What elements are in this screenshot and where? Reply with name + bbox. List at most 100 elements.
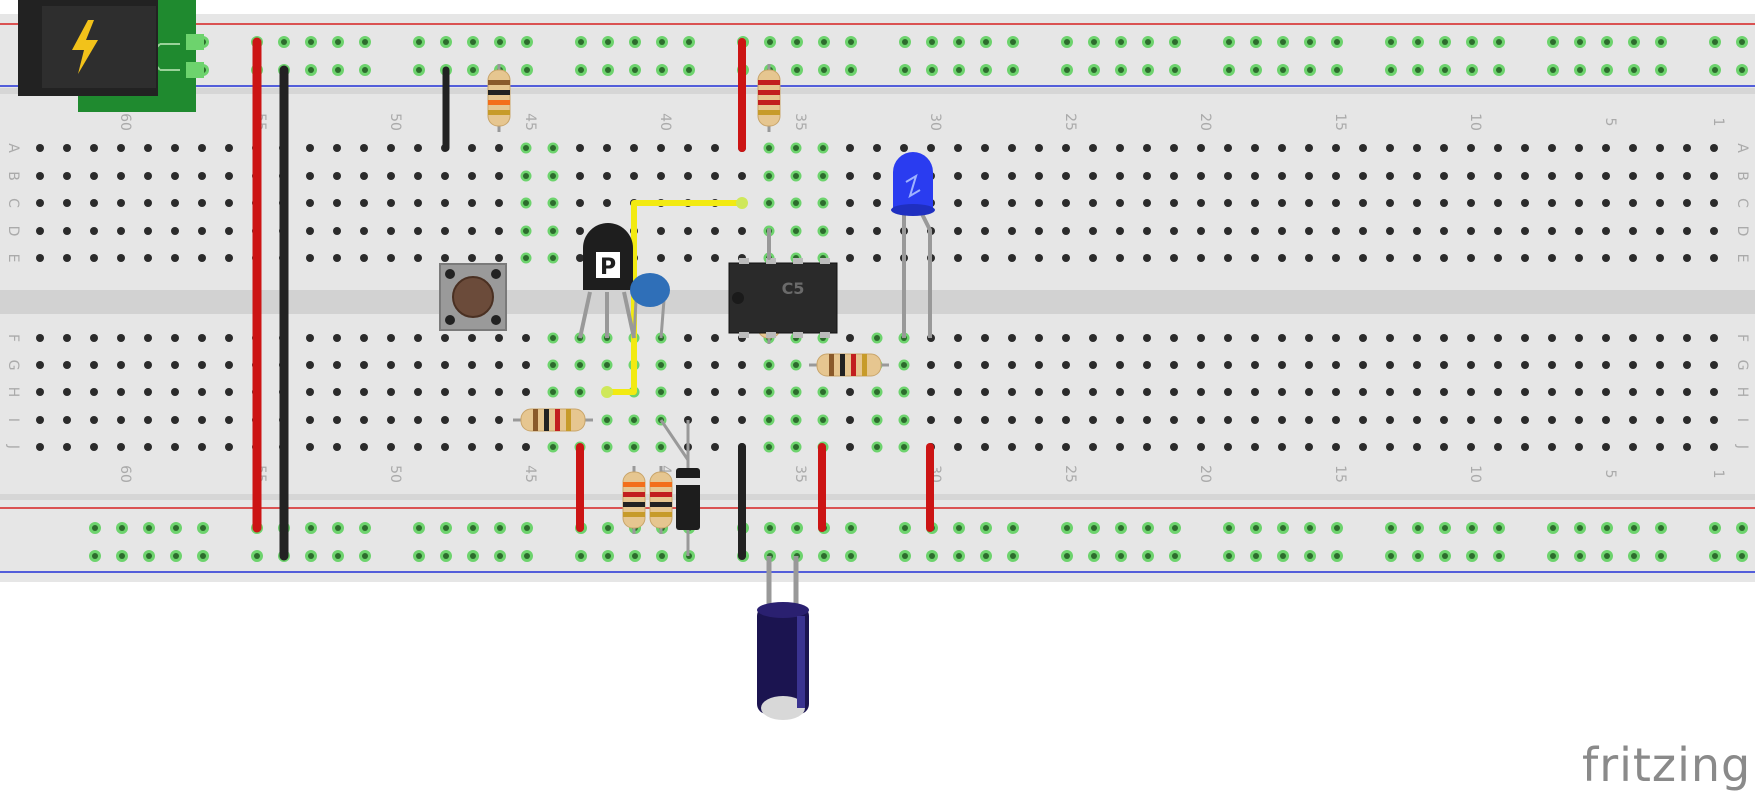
rail-hole-center	[497, 39, 503, 45]
hole	[414, 199, 422, 207]
column-label: 25	[1062, 113, 1078, 131]
hole	[981, 254, 989, 262]
hole	[1224, 361, 1232, 369]
rail-hole-center	[1118, 39, 1124, 45]
hole	[981, 416, 989, 424]
hole	[1602, 199, 1610, 207]
ic-pin	[820, 258, 830, 264]
hole	[1359, 172, 1367, 180]
hole	[1710, 172, 1718, 180]
rail-hole-center	[1145, 525, 1151, 531]
column-label: 10	[1467, 113, 1483, 131]
column-label: 1	[1710, 470, 1726, 479]
rail-hole-center	[1064, 525, 1070, 531]
rail-hole-center	[578, 39, 584, 45]
hole	[630, 144, 638, 152]
hole	[90, 361, 98, 369]
hole	[1467, 443, 1475, 451]
rail-hole-center	[362, 525, 368, 531]
rail-hole-center	[686, 67, 692, 73]
hole	[981, 172, 989, 180]
hole	[711, 443, 719, 451]
rail-hole-center	[1334, 39, 1340, 45]
rail-hole-center	[1442, 39, 1448, 45]
hole	[1440, 416, 1448, 424]
hole	[36, 416, 44, 424]
hole	[522, 334, 530, 342]
hole	[63, 172, 71, 180]
hole	[441, 388, 449, 396]
column-label: 50	[387, 465, 403, 483]
hole-center	[874, 389, 880, 395]
hole	[1035, 254, 1043, 262]
hole	[1278, 334, 1286, 342]
breadboard-labels: 6055504540353025201510516055504540353025…	[5, 113, 1750, 483]
hole	[90, 443, 98, 451]
hole	[1440, 227, 1448, 235]
hole	[306, 199, 314, 207]
hole	[225, 361, 233, 369]
hole	[1602, 144, 1610, 152]
hole	[1143, 388, 1151, 396]
rail-hole-center	[1631, 553, 1637, 559]
rail-hole-center	[1253, 39, 1259, 45]
rail-hole-center	[416, 39, 422, 45]
hole	[1575, 443, 1583, 451]
hole	[1062, 144, 1070, 152]
rail-hole-center	[983, 39, 989, 45]
hole	[1008, 388, 1016, 396]
hole	[63, 227, 71, 235]
hole	[1251, 334, 1259, 342]
hole	[1494, 443, 1502, 451]
hole-center	[550, 389, 556, 395]
hole	[1359, 334, 1367, 342]
hole-center	[901, 444, 907, 450]
hole	[1170, 199, 1178, 207]
hole-center	[793, 389, 799, 395]
hole	[981, 361, 989, 369]
hole	[198, 388, 206, 396]
hole	[1224, 227, 1232, 235]
rail-hole-center	[470, 67, 476, 73]
hole	[360, 388, 368, 396]
ic-pin	[820, 332, 830, 338]
rail-hole-center	[524, 525, 530, 531]
hole	[1413, 144, 1421, 152]
rail-hole-center	[1631, 525, 1637, 531]
hole	[1548, 388, 1556, 396]
hole	[144, 334, 152, 342]
hole	[1575, 361, 1583, 369]
hole-center	[523, 173, 529, 179]
hole	[1683, 172, 1691, 180]
hole	[1008, 227, 1016, 235]
push-button-leg	[445, 315, 455, 325]
hole	[441, 254, 449, 262]
hole	[1656, 199, 1664, 207]
hole-center	[523, 228, 529, 234]
push-button-leg	[491, 269, 501, 279]
rail-hole-center	[1604, 553, 1610, 559]
row-label: A	[1734, 143, 1750, 153]
rail-hole-center	[1226, 525, 1232, 531]
hole	[306, 361, 314, 369]
rail-hole-center	[1307, 525, 1313, 531]
hole	[1413, 443, 1421, 451]
hole	[1332, 388, 1340, 396]
hole	[657, 227, 665, 235]
column-label: 15	[1332, 113, 1348, 131]
ceramic-capacitor	[630, 273, 670, 307]
hole	[1278, 254, 1286, 262]
rail-hole-center	[1658, 553, 1664, 559]
hole	[1197, 416, 1205, 424]
hole	[1170, 361, 1178, 369]
hole	[1629, 144, 1637, 152]
hole	[1089, 334, 1097, 342]
row-label: C	[1734, 198, 1750, 208]
rail-hole-center	[1118, 67, 1124, 73]
hole	[1548, 144, 1556, 152]
hole	[1089, 361, 1097, 369]
hole	[1710, 388, 1718, 396]
led-highlight	[905, 173, 921, 199]
hole	[1467, 388, 1475, 396]
hole	[522, 443, 530, 451]
